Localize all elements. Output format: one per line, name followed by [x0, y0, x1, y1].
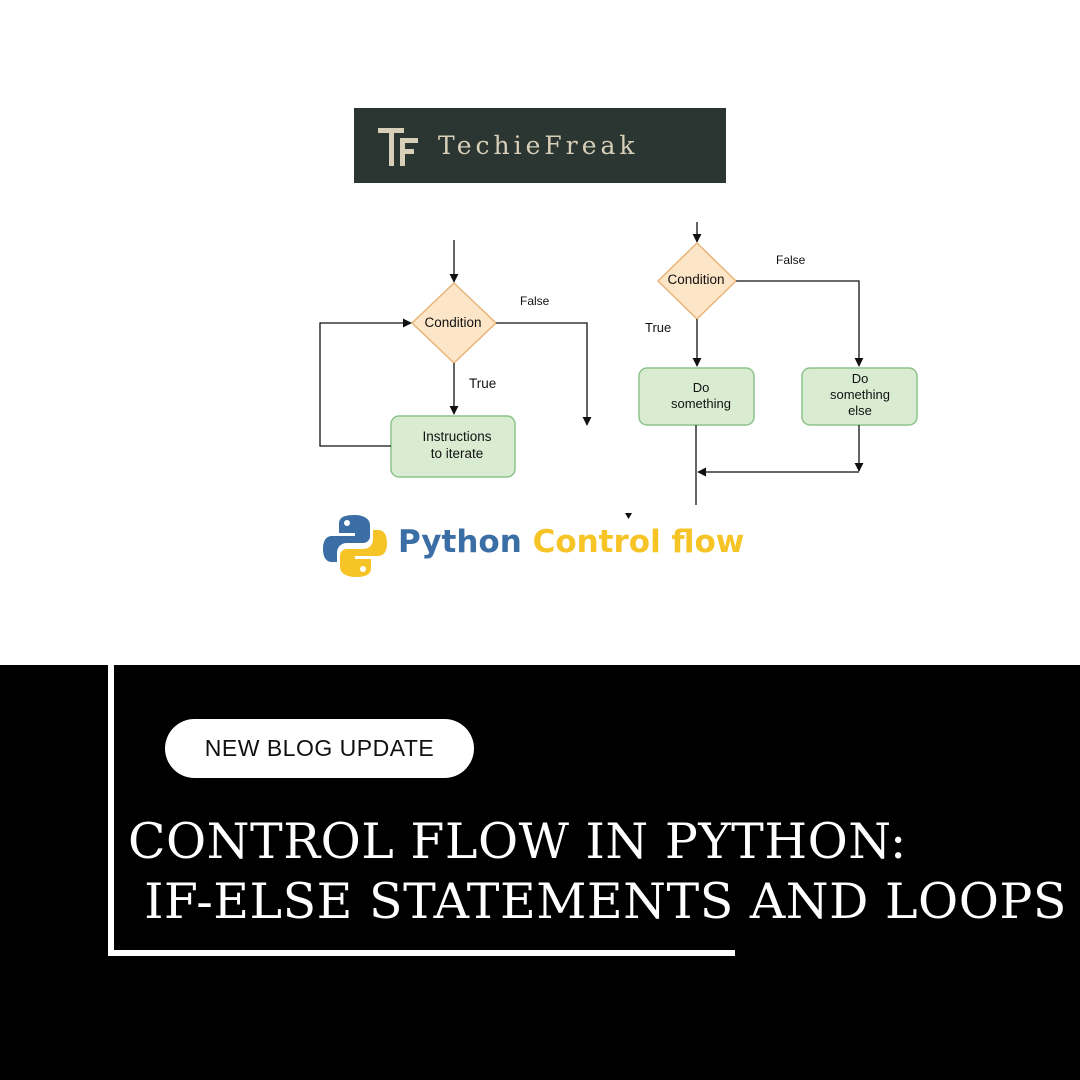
box-line-2: to iterate [431, 446, 484, 461]
if-else-flowchart: Condition False True Do something Do som… [638, 222, 918, 505]
control-flow-diagram: Condition False True Instructions to ite… [319, 222, 918, 519]
loop-back-arrow [319, 318, 412, 447]
headline-line-2: IF-ELSE STATEMENTS AND LOOPS [128, 873, 1067, 930]
box2-line-1: Do [852, 371, 869, 386]
false-label: False [520, 294, 550, 308]
python-logo-icon [323, 515, 387, 577]
condition-label: Condition [667, 272, 724, 287]
condition-label: Condition [424, 315, 481, 330]
false-arrow [496, 322, 592, 426]
box-line-1: Instructions [422, 429, 491, 444]
brand-name: TechieFreak [438, 131, 639, 160]
box2-line-2: something [830, 387, 890, 402]
box1-line-1: Do [693, 380, 710, 395]
frame-line-horizontal [108, 950, 735, 956]
headline: CONTROL FLOW IN PYTHON: IF-ELSE STATEMEN… [128, 812, 1067, 932]
new-blog-update-badge: NEW BLOG UPDATE [165, 719, 474, 778]
false-label: False [776, 253, 806, 267]
true-label: True [645, 320, 671, 335]
python-control-flow-title: Python Control flow [398, 524, 744, 560]
cursor-arrow-icon [625, 513, 632, 519]
true-label: True [469, 376, 496, 391]
frame-line-vertical [108, 665, 114, 956]
box2-line-3: else [848, 403, 872, 418]
box1-line-2: something [671, 396, 731, 411]
control-flow-words: Control flow [532, 524, 745, 560]
python-word: Python [398, 524, 522, 560]
loop-flowchart: Condition False True Instructions to ite… [319, 240, 592, 478]
techiefreak-logo: TechieFreak [354, 108, 726, 183]
tf-monogram-icon [378, 128, 418, 166]
false-arrow [736, 280, 864, 367]
headline-line-1: CONTROL FLOW IN PYTHON: [128, 813, 907, 870]
